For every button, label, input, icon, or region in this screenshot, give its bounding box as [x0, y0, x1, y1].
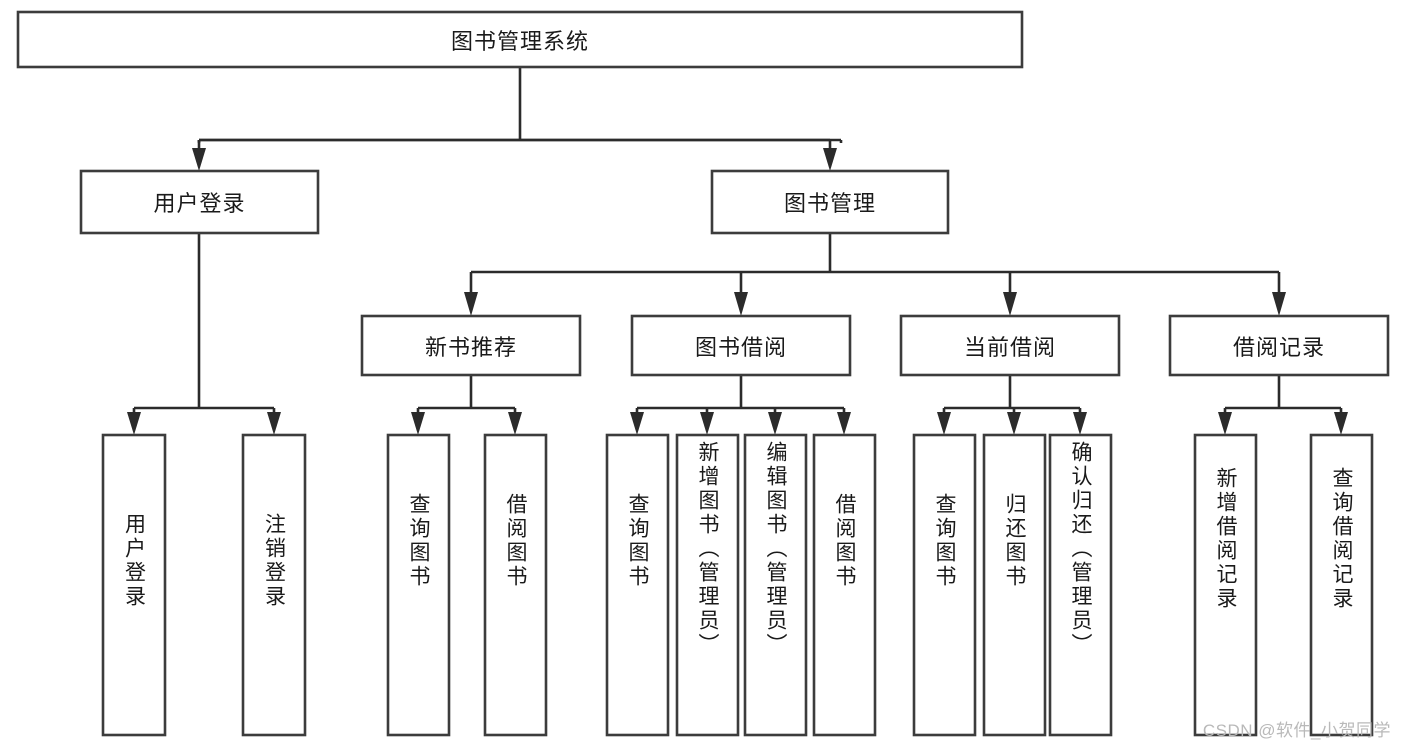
node-box-leaf-borrow-book[interactable] [812, 433, 877, 737]
node-box-leaf-query-books-current[interactable] [912, 433, 977, 737]
node-box-borrow-records[interactable] [1168, 314, 1390, 377]
node-box-root[interactable] [16, 10, 1024, 69]
arrow-leaf-borrow-book [837, 412, 851, 435]
node-box-user-login[interactable] [79, 169, 320, 235]
arrow-leaf-add-book-admin [700, 412, 714, 435]
node-box-book-management[interactable] [710, 169, 950, 235]
node-box-leaf-confirm-return-admin[interactable] [1048, 433, 1113, 737]
arrow-leaf-query-borrow-record [1334, 412, 1348, 435]
node-box-leaf-borrow-books-rec[interactable] [483, 433, 548, 737]
arrow-leaf-borrow-books-rec [508, 412, 522, 435]
connector-group-borrow-records [1218, 375, 1348, 435]
arrow-leaf-query-books-current [937, 412, 951, 435]
connector-group-current-borrow [937, 375, 1087, 435]
node-box-leaf-query-borrow-record[interactable] [1309, 433, 1374, 737]
connector-group-book-management [464, 233, 1286, 316]
node-box-leaf-return-book[interactable] [982, 433, 1047, 737]
connector-group-new-book-recommend [411, 375, 522, 435]
arrow-to-book-management [823, 148, 837, 171]
connector-group-root [192, 67, 843, 171]
node-box-leaf-query-books-borrow[interactable] [605, 433, 670, 737]
node-box-book-borrow[interactable] [630, 314, 852, 377]
node-box-leaf-edit-book-admin[interactable] [743, 433, 808, 737]
arrow-to-current-borrow [1003, 292, 1017, 316]
arrow-to-book-borrow [734, 292, 748, 316]
connector-group-user-login [127, 233, 281, 435]
arrow-leaf-confirm-return-admin [1073, 412, 1087, 435]
node-box-current-borrow[interactable] [899, 314, 1121, 377]
arrow-leaf-edit-book-admin [768, 412, 782, 435]
arrow-leaf-return-book [1007, 412, 1021, 435]
arrow-leaf-query-books-rec [411, 412, 425, 435]
arrow-to-borrow-records [1272, 292, 1286, 316]
connector-group-book-borrow [630, 375, 851, 435]
node-box-leaf-add-borrow-record[interactable] [1193, 433, 1258, 737]
arrow-leaf-query-books-borrow [630, 412, 644, 435]
arrow-leaf-user-login [127, 412, 141, 435]
node-box-leaf-query-books-rec[interactable] [386, 433, 451, 737]
node-box-leaf-user-login[interactable] [101, 433, 167, 737]
arrow-leaf-add-borrow-record [1218, 412, 1232, 435]
csdn-watermark: CSDN @软件_小贺同学 [1202, 721, 1391, 740]
node-box-new-book-recommend[interactable] [360, 314, 582, 377]
arrow-leaf-logout [267, 412, 281, 435]
node-box-leaf-add-book-admin[interactable] [675, 433, 740, 737]
node-box-leaf-logout[interactable] [241, 433, 307, 737]
arrow-to-user-login [192, 148, 206, 171]
arrow-to-new-book-recommend [464, 292, 478, 316]
